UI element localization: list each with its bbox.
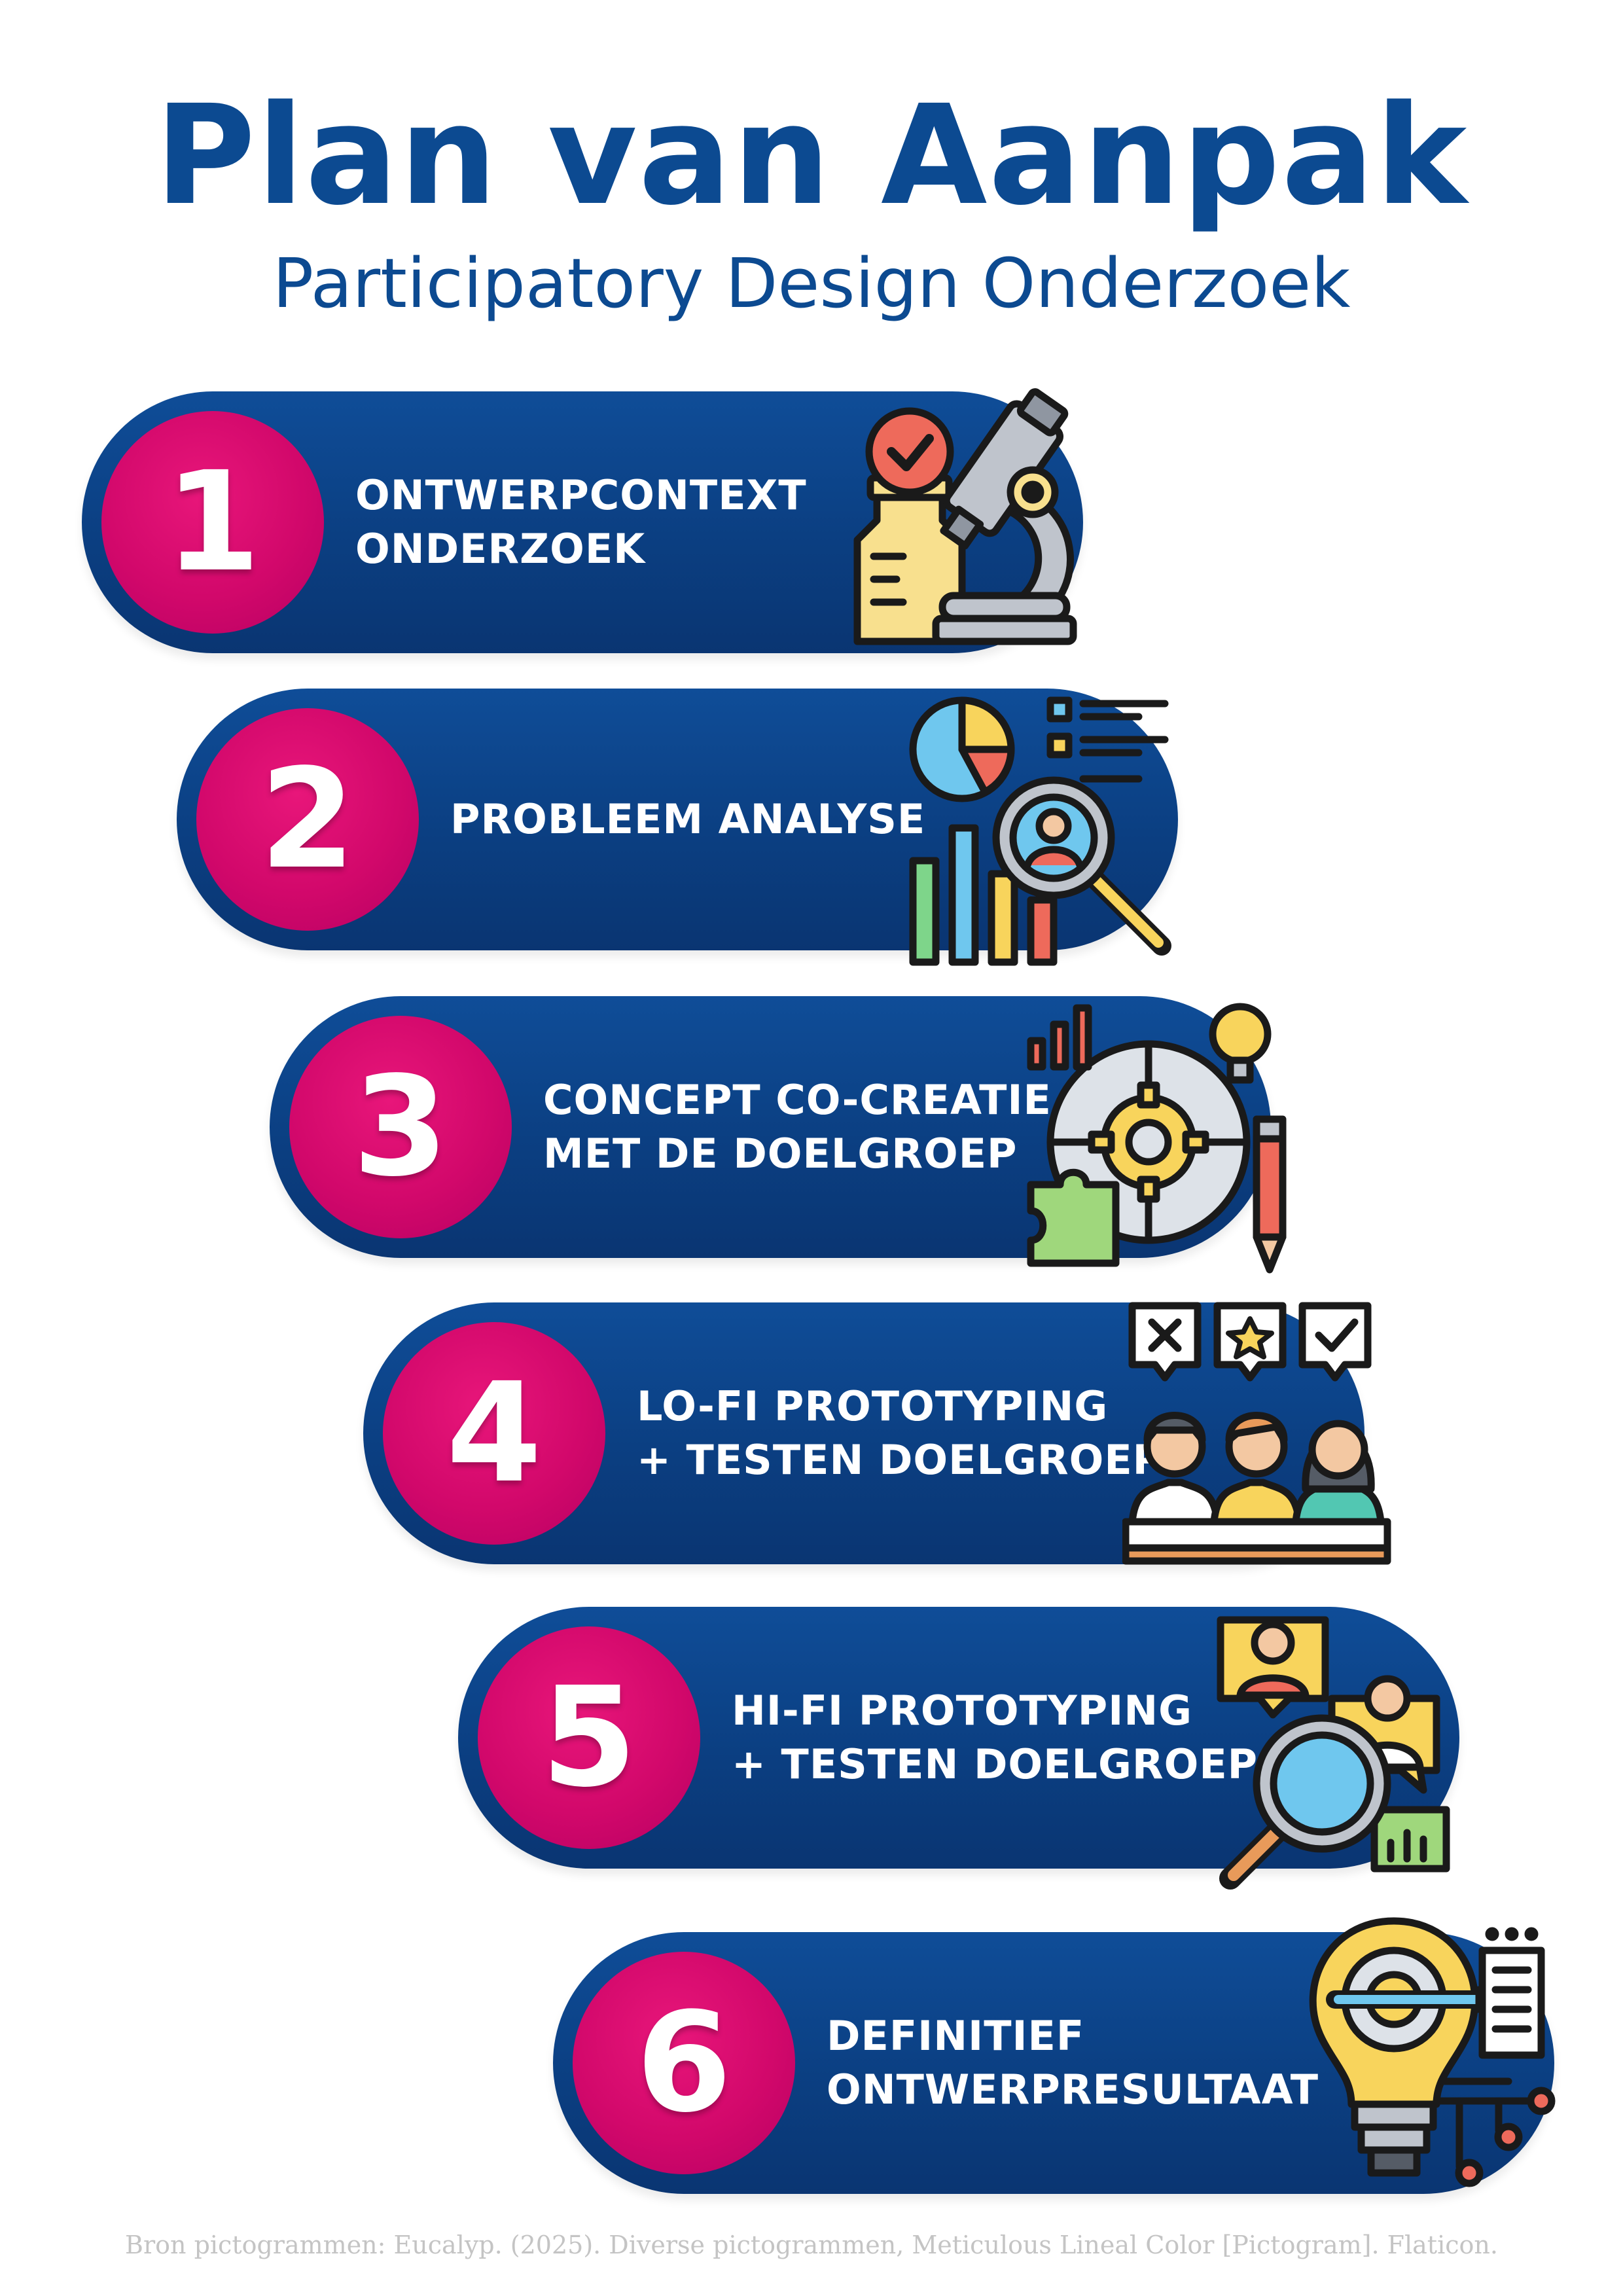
step-label-line: ONTWERPRESULTAAT bbox=[827, 2066, 1319, 2113]
step-label: DEFINITIEF ONTWERPRESULTAAT bbox=[827, 1932, 1319, 2194]
step-label-line: HI-FI PROTOTYPING bbox=[732, 1687, 1193, 1734]
step-number: 4 bbox=[383, 1322, 605, 1545]
lightbulb-gear-blueprint-icon bbox=[1309, 1917, 1556, 2187]
step-label-line: DEFINITIEF bbox=[827, 2012, 1085, 2060]
focus-group-feedback-icon bbox=[1122, 1302, 1391, 1565]
data-analysis-magnifier-icon bbox=[909, 696, 1171, 966]
step-number: 5 bbox=[478, 1626, 700, 1849]
step-label: LO-FI PROTOTYPING + TESTEN DOELGROEP bbox=[637, 1302, 1163, 1564]
image-credit: Bron pictogrammen: Eucalyp. (2025). Dive… bbox=[125, 2231, 1498, 2259]
step-number: 1 bbox=[101, 411, 324, 634]
step-label: PROBLEEM ANALYSE bbox=[450, 689, 925, 950]
step-number: 3 bbox=[289, 1016, 512, 1238]
step-number: 6 bbox=[573, 1952, 795, 2174]
step-label-line: ONTWERPCONTEXT bbox=[355, 471, 807, 519]
step-number: 2 bbox=[196, 708, 419, 931]
user-research-magnifier-icon bbox=[1217, 1616, 1450, 1890]
microscope-checklist-icon bbox=[853, 388, 1077, 645]
step-label-line: + TESTEN DOELGROEP bbox=[637, 1436, 1164, 1484]
step-label: HI-FI PROTOTYPING + TESTEN DOELGROEP bbox=[732, 1607, 1258, 1869]
gear-lightbulb-puzzle-icon bbox=[1027, 1003, 1287, 1274]
page-title: Plan van Aanpak bbox=[154, 75, 1469, 236]
step-label-line: CONCEPT CO-CREATIE bbox=[543, 1076, 1052, 1124]
step-label-line: LO-FI PROTOTYPING bbox=[637, 1382, 1109, 1430]
step-label-line: ONDERZOEK bbox=[355, 525, 646, 573]
step-label-line: PROBLEEM ANALYSE bbox=[450, 795, 926, 843]
step-label-line: MET DE DOELGROEP bbox=[543, 1130, 1018, 1177]
step-label-line: + TESTEN DOELGROEP bbox=[732, 1740, 1258, 1788]
step-label: ONTWERPCONTEXT ONDERZOEK bbox=[355, 391, 807, 653]
step-label: CONCEPT CO-CREATIE MET DE DOELGROEP bbox=[543, 996, 1052, 1258]
page-subtitle: Participatory Design Onderzoek bbox=[272, 243, 1351, 323]
